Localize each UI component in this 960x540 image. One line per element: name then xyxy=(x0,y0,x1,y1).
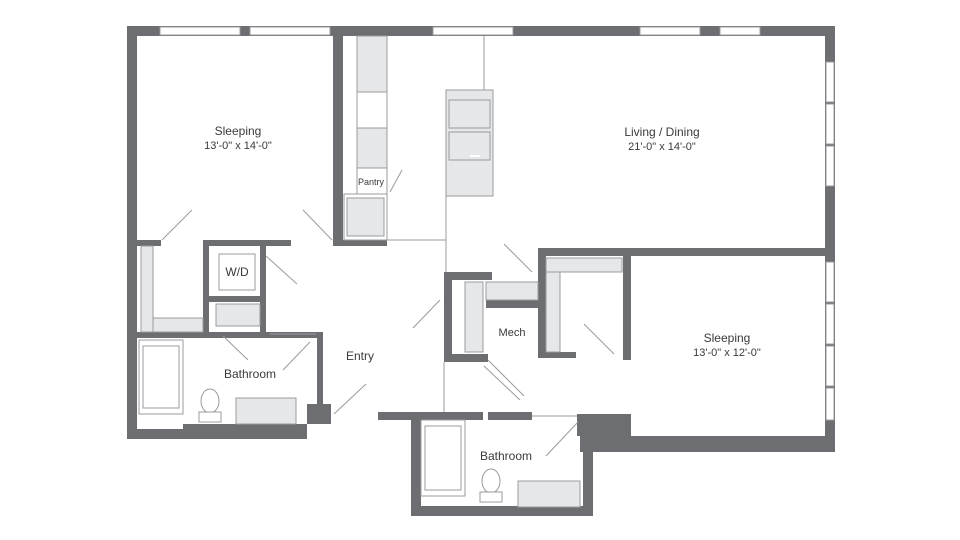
sleeping-2-dimensions: 13'-0" x 12'-0" xyxy=(693,347,761,359)
sleeping-1-name: Sleeping xyxy=(215,124,262,138)
entry-name: Entry xyxy=(346,349,374,363)
interior-walls xyxy=(137,36,828,429)
bathroom-2-name: Bathroom xyxy=(480,449,532,463)
windows xyxy=(159,26,835,421)
closets-laundry xyxy=(140,245,623,353)
doors xyxy=(161,209,615,457)
laundry-name: W/D xyxy=(225,265,249,279)
room-labels: Sleeping 13'-0" x 14'-0" Living / Dining… xyxy=(204,124,761,463)
sleeping-2-name: Sleeping xyxy=(704,331,751,345)
mech-name: Mech xyxy=(499,327,526,339)
bathroom-2-fixtures xyxy=(420,415,581,508)
kitchen xyxy=(343,35,494,272)
bathroom-1-name: Bathroom xyxy=(224,367,276,381)
pantry-name: Pantry xyxy=(358,177,385,187)
living-dining-dimensions: 21'-0" x 14'-0" xyxy=(628,141,696,153)
bathroom-1-fixtures xyxy=(138,339,297,425)
sleeping-1-dimensions: 13'-0" x 14'-0" xyxy=(204,140,272,152)
living-dining-name: Living / Dining xyxy=(624,125,699,139)
